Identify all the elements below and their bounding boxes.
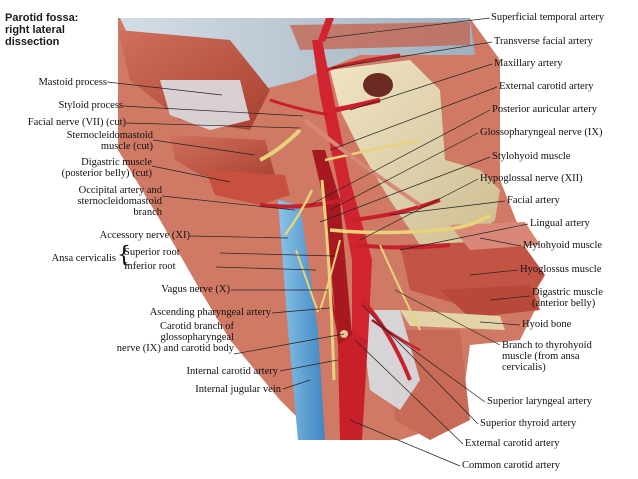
- larynx-fascia: [360, 310, 420, 410]
- label-occipital-line-1: Occipital artery and: [78, 185, 162, 196]
- label-hypoglossal: Hypoglossal nerve (XII): [480, 173, 583, 184]
- temporal-muscle-strip: [290, 22, 470, 50]
- label-posterior-auricular: Posterior auricular artery: [492, 104, 597, 115]
- label-carotid-branch-line-2: glossopharyngeal: [160, 332, 235, 343]
- internal-jugular-vein: [278, 200, 325, 440]
- title-line-1: Parotid fossa:: [5, 12, 79, 24]
- label-common-carotid: Common carotid artery: [462, 460, 560, 471]
- label-facial-artery: Facial artery: [507, 195, 560, 206]
- thyrohyoid-nerve: [379, 244, 421, 331]
- title-line-3: dissection: [5, 36, 60, 48]
- label-internal-jugular: Internal jugular vein: [195, 384, 281, 395]
- label-glossopharyngeal: Glossopharyngeal nerve (IX): [480, 127, 603, 138]
- lingual-artery: [355, 243, 451, 250]
- accessory-nerve: [283, 189, 314, 236]
- label-scm-line-1: Sternocleidomastoid: [66, 130, 153, 141]
- label-maxillary: Maxillary artery: [494, 58, 563, 69]
- digastric-post-muscle: [205, 170, 290, 205]
- label-carotid-branch: Carotid branch of glossopharyngeal nerve…: [117, 321, 234, 354]
- label-superior-laryngeal: Superior laryngeal artery: [487, 396, 592, 407]
- label-inferior-root: Inferior root: [124, 261, 176, 272]
- label-ascending-pharyngeal: Ascending pharyngeal artery: [149, 307, 271, 318]
- label-vagus-nerve: Vagus nerve (X): [161, 284, 230, 295]
- label-occipital-line-3: branch: [133, 207, 162, 218]
- occipital-artery: [259, 198, 343, 209]
- maxillary-artery: [334, 97, 381, 113]
- label-external-carotid-top: External carotid artery: [499, 81, 594, 92]
- label-digastric-ant-line-1: Digastric muscle: [532, 287, 603, 298]
- label-superior-root: Superior root: [124, 247, 180, 258]
- hypoglossal-nerve: [329, 213, 491, 235]
- internal-carotid-artery: [312, 150, 352, 345]
- superior-thyroid-artery: [360, 298, 412, 381]
- label-occipital-line-2: sternocleidomastoid: [77, 196, 162, 207]
- label-scm-line-2: muscle (cut): [100, 141, 153, 152]
- ansa-inferior-root: [295, 249, 319, 313]
- label-carotid-branch-line-1: Carotid branch of: [159, 321, 234, 332]
- label-facial-nerve: Facial nerve (VII) (cut): [27, 117, 126, 128]
- label-styloid-process: Styloid process: [58, 100, 123, 111]
- mastoid-process-bone: [160, 80, 250, 130]
- label-sternocleidomastoid: Sternocleidomastoid muscle (cut): [67, 130, 153, 152]
- leader-lines: [106, 17, 531, 467]
- facial-nerve: [259, 128, 302, 162]
- label-thyrohyoid-line-2: muscle (from ansa: [502, 351, 580, 362]
- label-ansa-cervicalis: Ansa cervicalis: [51, 253, 116, 264]
- label-transverse-facial: Transverse facial artery: [494, 36, 593, 47]
- posterior-auricular-artery: [269, 98, 331, 117]
- vagus-nerve: [320, 179, 336, 381]
- scm-muscle: [170, 135, 275, 185]
- mylohyoid-muscle: [450, 222, 540, 250]
- ansa-superior-root: [319, 239, 341, 311]
- label-internal-carotid: Internal carotid artery: [186, 366, 278, 377]
- label-superficial-temporal: Superficial temporal artery: [491, 12, 605, 23]
- label-thyrohyoid-line-3: cervicalis): [502, 362, 546, 373]
- label-digastric-anterior: Digastric muscle (anterior belly): [532, 287, 603, 309]
- label-carotid-branch-line-3: nerve (IX) and carotid body: [116, 343, 234, 354]
- glossopharyngeal-nerve: [324, 138, 421, 162]
- label-occipital-artery: Occipital artery and sternocleidomastoid…: [77, 185, 162, 218]
- label-mylohyoid: Mylohyoid muscle: [523, 240, 603, 251]
- label-thyrohyoid-line-1: Branch to thyrohyoid: [502, 340, 592, 351]
- label-mastoid-process: Mastoid process: [38, 77, 107, 88]
- label-external-carotid-bottom: External carotid artery: [465, 438, 560, 449]
- label-thyrohyoid-branch: Branch to thyrohyoid muscle (from ansa c…: [502, 340, 592, 373]
- label-superior-thyroid: Superior thyroid artery: [480, 418, 577, 429]
- ansa-brace-icon: {: [117, 243, 131, 268]
- superficial-temporal-artery: [318, 18, 334, 42]
- label-digastric-ant-line-2: (anterior belly): [532, 298, 596, 309]
- common-carotid-artery: [338, 330, 368, 440]
- label-accessory-nerve: Accessory nerve (XI): [99, 230, 190, 241]
- label-lingual: Lingual artery: [530, 218, 590, 229]
- title-line-2: right lateral: [5, 24, 65, 36]
- stylohyoid-muscle-strand: [303, 118, 422, 207]
- condyle: [363, 73, 393, 97]
- label-digastric-posterior: Digastric muscle (posterior belly) (cut): [62, 157, 152, 179]
- label-digastric-post-line-2: (posterior belly) (cut): [61, 168, 152, 179]
- label-hyoid-bone: Hyoid bone: [522, 319, 572, 330]
- figure-title: Parotid fossa: right lateral dissection: [5, 12, 115, 48]
- label-digastric-post-line-1: Digastric muscle: [81, 157, 152, 168]
- digastric-ant-muscle: [440, 285, 540, 318]
- label-hyoglossus: Hyoglossus muscle: [520, 264, 602, 275]
- label-stylohyoid: Stylohyoid muscle: [492, 151, 571, 162]
- mandible-bone: [330, 60, 500, 245]
